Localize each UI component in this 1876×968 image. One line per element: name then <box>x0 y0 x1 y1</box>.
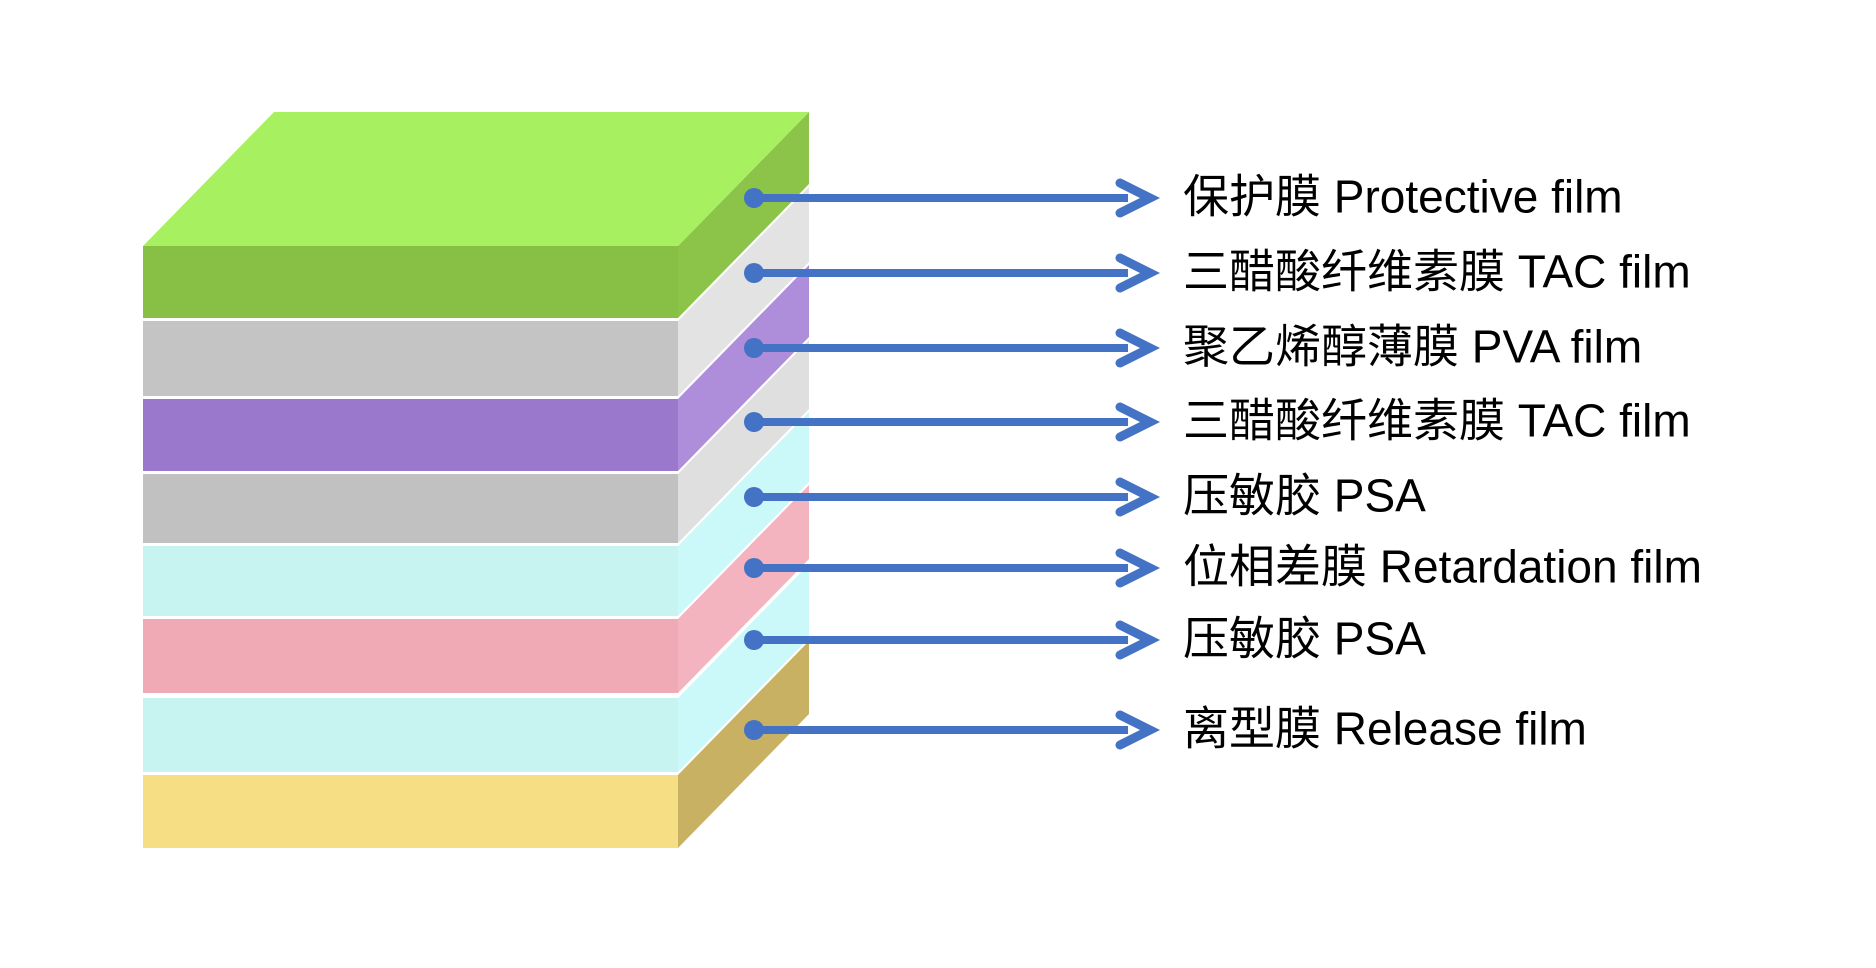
release-film-arrow-head <box>1115 710 1161 750</box>
tac-film-lower-label: 三醋酸纤维素膜 TAC film <box>1183 394 1691 447</box>
psa-upper-label: 压敏胶 PSA <box>1183 469 1426 522</box>
protective-film-label: 保护膜 Protective film <box>1183 170 1623 223</box>
pva-film-arrow-head <box>1115 328 1161 368</box>
tac-film-lower-arrow-dot <box>744 412 764 432</box>
protective-film-arrow-head <box>1115 178 1161 218</box>
release-film-arrow-dot <box>744 720 764 740</box>
release-film-side-face <box>678 641 809 848</box>
pva-film-label: 聚乙烯醇薄膜 PVA film <box>1183 320 1643 373</box>
tac-film-upper-arrow-dot <box>744 263 764 283</box>
tac-film-lower-side-face <box>678 340 809 543</box>
protective-film-side-face <box>678 112 809 318</box>
psa-upper-side-face <box>678 412 809 616</box>
pva-film-arrow-dot <box>744 338 764 358</box>
tac-film-upper-side-face <box>678 187 809 396</box>
psa-upper-front-face <box>143 546 678 616</box>
tac-film-upper-label: 三醋酸纤维素膜 TAC film <box>1183 245 1691 298</box>
protective-film-top-face <box>143 112 809 246</box>
retardation-film-arrow-dot <box>744 558 764 578</box>
pva-film-side-face <box>678 265 809 471</box>
tac-film-upper-arrow-head <box>1115 253 1161 293</box>
retardation-film-front-face <box>143 619 678 693</box>
retardation-film-side-face <box>678 485 809 693</box>
psa-upper-arrow-head <box>1115 477 1161 517</box>
psa-upper-arrow-dot <box>744 487 764 507</box>
tac-film-upper-front-face <box>143 321 678 396</box>
tac-film-lower-front-face <box>143 474 678 543</box>
retardation-film-label: 位相差膜 Retardation film <box>1183 540 1702 593</box>
psa-lower-arrow-head <box>1115 620 1161 660</box>
psa-lower-side-face <box>678 564 809 772</box>
protective-film-arrow-dot <box>744 188 764 208</box>
protective-film-front-face <box>143 246 678 318</box>
psa-lower-arrow-dot <box>744 630 764 650</box>
tac-film-lower-arrow-head <box>1115 402 1161 442</box>
psa-lower-label: 压敏胶 PSA <box>1183 612 1426 665</box>
retardation-film-arrow-head <box>1115 548 1161 588</box>
release-film-label: 离型膜 Release film <box>1183 702 1587 755</box>
release-film-front-face <box>143 775 678 848</box>
pva-film-front-face <box>143 399 678 471</box>
psa-lower-front-face <box>143 698 678 772</box>
